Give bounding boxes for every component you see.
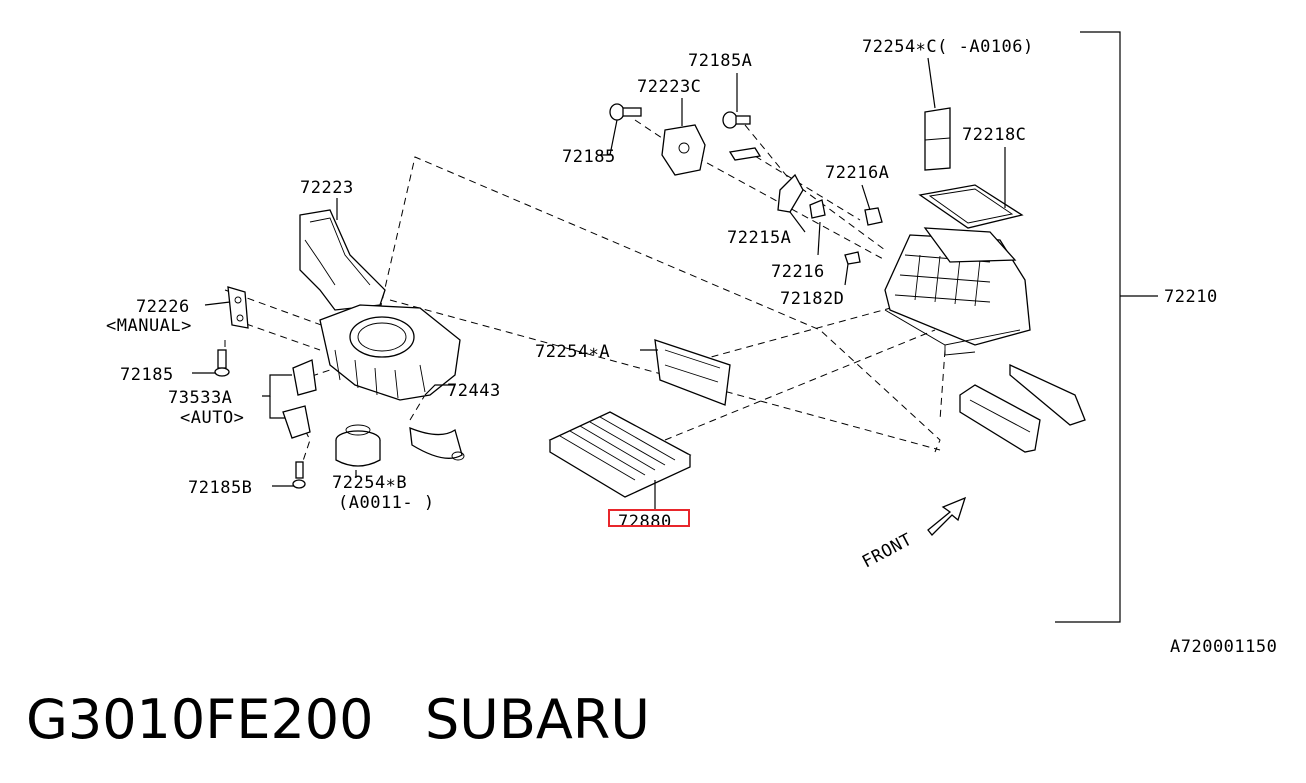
label-front: FRONT — [859, 530, 916, 573]
label-72254B: 72254∗B — [332, 473, 407, 493]
caption: G3010FE200 SUBARU — [26, 688, 650, 751]
assembly-bracket — [1055, 31, 1158, 623]
label-72254A: 72254∗A — [535, 342, 610, 362]
label-72185A: 72185A — [688, 51, 752, 71]
part-labels: 72185A 72223C 72185 72254∗C( -A0106) 722… — [106, 37, 1277, 657]
unit-assembly-72210 — [884, 227, 1031, 356]
label-72185-top: 72185 — [562, 147, 616, 167]
filter-cover-72254A — [654, 339, 731, 406]
label-72223C: 72223C — [637, 77, 701, 97]
label-manual: <MANUAL> — [106, 316, 192, 336]
screw-72185-top — [609, 103, 642, 121]
label-72216A: 72216A — [825, 163, 889, 183]
label-72185-left: 72185 — [120, 365, 174, 385]
label-73533A: 73533A — [168, 388, 232, 408]
label-72185B: 72185B — [188, 478, 252, 498]
blower-motor-72254B — [335, 424, 381, 467]
label-72443: 72443 — [447, 381, 501, 401]
hose-72443 — [409, 426, 465, 461]
seal-72218C — [918, 184, 1024, 229]
front-arrow — [927, 496, 967, 536]
label-72254C: 72254∗C( -A0106) — [862, 37, 1034, 57]
clip-72216 — [809, 199, 826, 219]
label-auto: <AUTO> — [180, 408, 244, 428]
cabin-filter-72880 — [548, 411, 692, 498]
label-72880: 72880 — [618, 512, 672, 532]
clip-72216A — [864, 207, 883, 226]
label-72218C: 72218C — [962, 125, 1026, 145]
label-72182D: 72182D — [780, 289, 844, 309]
actuator-72223C — [661, 124, 706, 176]
duct-72254C — [924, 107, 951, 171]
pin-72182D — [844, 251, 861, 265]
label-72215A: 72215A — [727, 228, 791, 248]
label-72226: 72226 — [136, 297, 190, 317]
leader-lines — [192, 57, 1006, 510]
link-72215A — [728, 147, 804, 213]
screw-72185-left — [214, 349, 230, 377]
hose-pieces — [959, 363, 1086, 453]
screw-72185A — [722, 111, 751, 129]
bracket-72226 — [227, 286, 249, 329]
label-a0011: (A0011- ) — [338, 493, 435, 513]
highlight-box-72880 — [608, 509, 690, 527]
screw-72185B — [292, 461, 306, 489]
resistor-73533A — [282, 359, 317, 439]
label-72210: 72210 — [1164, 287, 1218, 307]
diagram-code: A720001150 — [1170, 637, 1277, 657]
label-72223: 72223 — [300, 178, 354, 198]
blower-housing-72223 — [299, 209, 461, 401]
label-72216: 72216 — [771, 262, 825, 282]
